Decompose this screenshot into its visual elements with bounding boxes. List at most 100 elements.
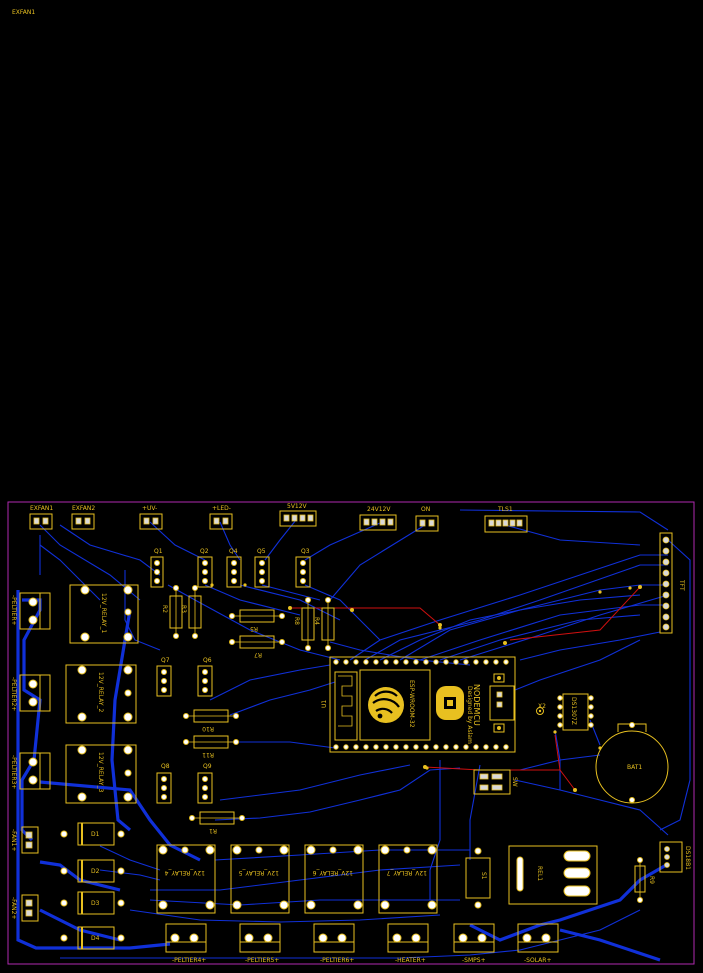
diode-d4: D4	[60, 926, 125, 950]
crystal-x2: X2	[536, 703, 546, 715]
q3-label: Q3	[301, 548, 310, 555]
nodemcu-label: NODEMCU	[472, 684, 481, 726]
terminal-bottom-label: -HEATER+	[395, 957, 426, 964]
terminal-bottom-label: -SMPS+	[462, 957, 486, 964]
transistor-q7: Q7	[156, 657, 172, 697]
connector-24v12v: 24V12V	[359, 506, 397, 531]
vias	[210, 583, 632, 770]
q1-label: Q1	[154, 548, 163, 555]
connector-5v12v: 5V12V	[279, 503, 317, 527]
d4-label: D4	[91, 935, 100, 942]
uv-label: +UV-	[142, 505, 157, 512]
ds18b1-label: DS18B1	[684, 846, 691, 870]
relay-7: 12V_RELAY_7	[378, 844, 438, 914]
exfan2-label: EXFAN2	[72, 505, 95, 512]
board-outline	[7, 501, 695, 965]
connector-led: +LED-	[209, 505, 233, 530]
relay-label: 12V_RELAY_3	[97, 752, 104, 792]
relay-label: 12V_RELAY_6	[313, 869, 353, 876]
connector-ds18b1: DS18B1	[659, 841, 691, 873]
on-label: ON	[421, 506, 430, 513]
u1-label: U1	[321, 700, 328, 708]
r10-label: R10	[202, 725, 214, 732]
terminal-left-label: -PELTIER2+	[10, 677, 17, 711]
q7-label: Q7	[161, 657, 170, 664]
designed-label: Designed by Aslam	[466, 686, 473, 744]
transistor-q6: Q6	[197, 657, 213, 697]
terminal-bottom-label: -PELTIER5+	[245, 957, 279, 964]
relay-label: 12V_RELAY_5	[239, 869, 279, 876]
terminal-left-label: -PELTIER+	[10, 595, 17, 626]
d3-label: D3	[91, 900, 100, 907]
terminal-peltier2: -PELTIER2+	[10, 674, 51, 712]
d2-label: D2	[91, 868, 100, 875]
rtc-chip: DS1307Z	[557, 693, 594, 731]
resistor-r11: R11	[183, 735, 239, 758]
terminal-left-label: -FAN2+	[10, 897, 17, 920]
q9-label: Q9	[203, 763, 212, 770]
r5-label: R5	[250, 625, 258, 632]
rtc-label: DS1307Z	[570, 697, 577, 725]
esp-label: ESP-WROOM-32	[408, 680, 415, 728]
resistor-r4: R4	[313, 597, 335, 651]
relay-6: 12V_RELAY_6	[304, 844, 364, 914]
resistor-r5: R5	[229, 609, 285, 632]
connector-tls1: TLS1	[484, 506, 528, 533]
r2-label: R2	[161, 605, 168, 613]
transistor-q5: Q5	[254, 548, 270, 588]
resistor-r7: R7	[229, 635, 285, 658]
r9-label: R9	[648, 876, 655, 884]
terminal-fan1: -FAN1+	[10, 826, 39, 854]
terminal-peltier1: -PELTIER+	[10, 592, 51, 630]
terminal-peltier3: -PELTIER3+	[10, 752, 51, 790]
connector-exfan2: EXFAN2	[71, 505, 95, 530]
r3-label: R3	[180, 605, 187, 613]
top-label: EXFAN1	[12, 9, 35, 16]
resistor-r1: R1	[189, 811, 245, 834]
connector-uv: +UV-	[139, 505, 163, 530]
s1-label: S1	[480, 872, 487, 880]
nodemcu-logo	[436, 686, 464, 720]
q2-label: Q2	[200, 548, 209, 555]
terminal-smps: -SMPS+	[453, 923, 495, 964]
transistor-q8: Q8	[156, 763, 172, 804]
transistor-q3: Q3	[295, 548, 311, 588]
x2-label: X2	[538, 703, 546, 710]
resistor-r8: R8	[293, 597, 315, 651]
terminal-left-label: -FAN1+	[10, 829, 17, 852]
relay-4: 12V_RELAY_4	[156, 844, 216, 914]
transistor-q1: Q1	[150, 548, 164, 588]
q5-label: Q5	[257, 548, 266, 555]
tft-label: TFT	[678, 579, 685, 591]
terminal-bottom-label: -PELTIER4+	[172, 957, 206, 964]
24v12v-label: 24V12V	[367, 506, 391, 513]
terminal-fan2: -FAN2+	[10, 894, 39, 922]
r4-label: R4	[313, 617, 320, 625]
header-pins-bottom	[333, 744, 509, 750]
terminal-solar: -SOLAR+	[517, 923, 559, 964]
led-label: +LED-	[212, 505, 231, 512]
bat1-label: BAT1	[627, 764, 642, 771]
relay-label: 12V_RELAY_7	[387, 869, 427, 876]
terminal-heater: -HEATER+	[387, 923, 429, 964]
connector-on: ON	[415, 506, 439, 532]
r11-label: R11	[202, 751, 214, 758]
resistor-r9: R9	[634, 857, 655, 903]
antenna-trace	[338, 675, 353, 727]
q6-label: Q6	[203, 657, 212, 664]
sw-label: SW	[511, 777, 518, 787]
esp32-module: ESP-WROOM-32 U1 Designed by Aslam NODEMC…	[321, 656, 516, 753]
transistor-q9: Q9	[197, 763, 213, 804]
connector-tft: TFT	[659, 532, 685, 634]
relay-label: 12V_RELAY_4	[165, 869, 205, 876]
terminal-peltier6: -PELTIER6+	[313, 923, 355, 964]
battery-bat1: BAT1	[595, 722, 669, 804]
transistor-q2: Q2	[197, 548, 213, 588]
relay-3: 12V_RELAY_3	[65, 744, 137, 804]
component-s1: S1	[465, 847, 491, 909]
switch-sw: SW	[473, 769, 518, 795]
r7-label: R7	[254, 651, 262, 658]
d1-label: D1	[91, 831, 100, 838]
r8-label: R8	[293, 617, 300, 625]
